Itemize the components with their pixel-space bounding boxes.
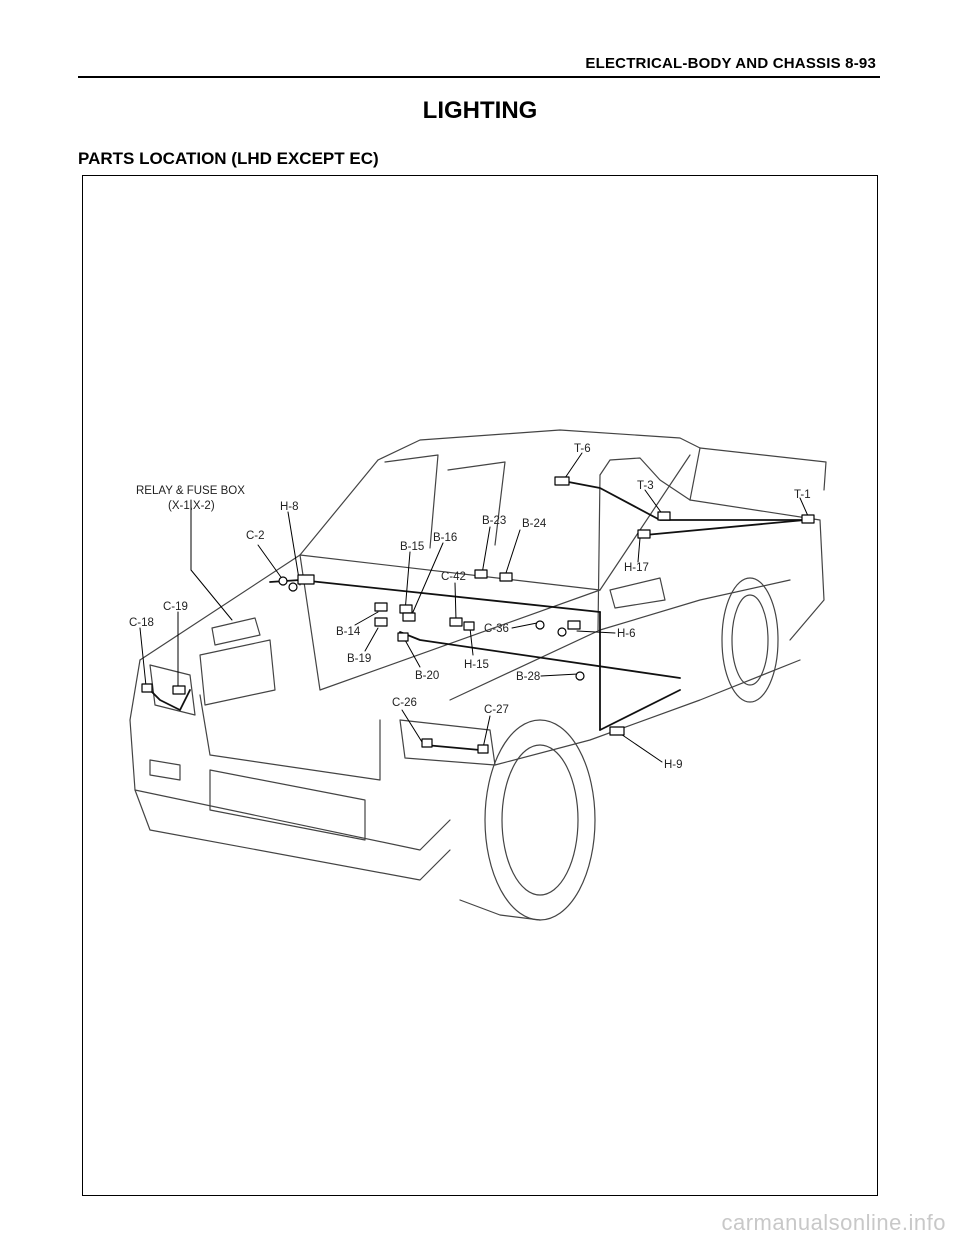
label-c42: C-42 (441, 571, 466, 583)
label-c27: C-27 (484, 704, 509, 716)
label-b23: B-23 (482, 515, 506, 527)
label-h17: H-17 (624, 562, 649, 574)
label-c18: C-18 (129, 617, 154, 629)
diagram-frame (82, 175, 878, 1196)
label-b14: B-14 (336, 626, 361, 638)
label-h9: H-9 (664, 759, 683, 771)
label-c36: C-36 (484, 623, 509, 635)
watermark: carmanualsonline.info (721, 1210, 946, 1235)
label-b19: B-19 (347, 653, 371, 665)
label-h6: H-6 (617, 628, 636, 640)
label-t1: T-1 (794, 489, 811, 501)
label-c2: C-2 (246, 530, 265, 542)
label-relay-fuse-box: RELAY & FUSE BOX (136, 485, 245, 497)
label-c26: C-26 (392, 697, 417, 709)
label-c19: C-19 (163, 601, 188, 613)
truck-outline (129, 429, 827, 921)
label-relay-fuse-box-codes: (X-1,X-2) (168, 500, 215, 512)
label-b28: B-28 (516, 671, 540, 683)
label-t3: T-3 (637, 480, 654, 492)
connectors (141, 476, 815, 754)
page-header: ELECTRICAL-BODY AND CHASSIS 8-93 (585, 55, 876, 72)
header-rule (78, 76, 880, 78)
parts-location-diagram: RELAY & FUSE BOX (X-1,X-2) H-8 C-2 C-19 … (129, 429, 827, 921)
leader-lines (139, 452, 809, 763)
page-title: LIGHTING (422, 97, 538, 124)
label-b20: B-20 (415, 670, 439, 682)
label-b16: B-16 (433, 532, 457, 544)
label-b24: B-24 (522, 518, 547, 530)
wiring-harness (149, 479, 806, 751)
label-t6: T-6 (574, 443, 591, 455)
label-h8: H-8 (280, 501, 299, 513)
label-b15: B-15 (400, 541, 424, 553)
label-h15: H-15 (464, 659, 489, 671)
section-heading: PARTS LOCATION (LHD EXCEPT EC) (78, 149, 379, 168)
